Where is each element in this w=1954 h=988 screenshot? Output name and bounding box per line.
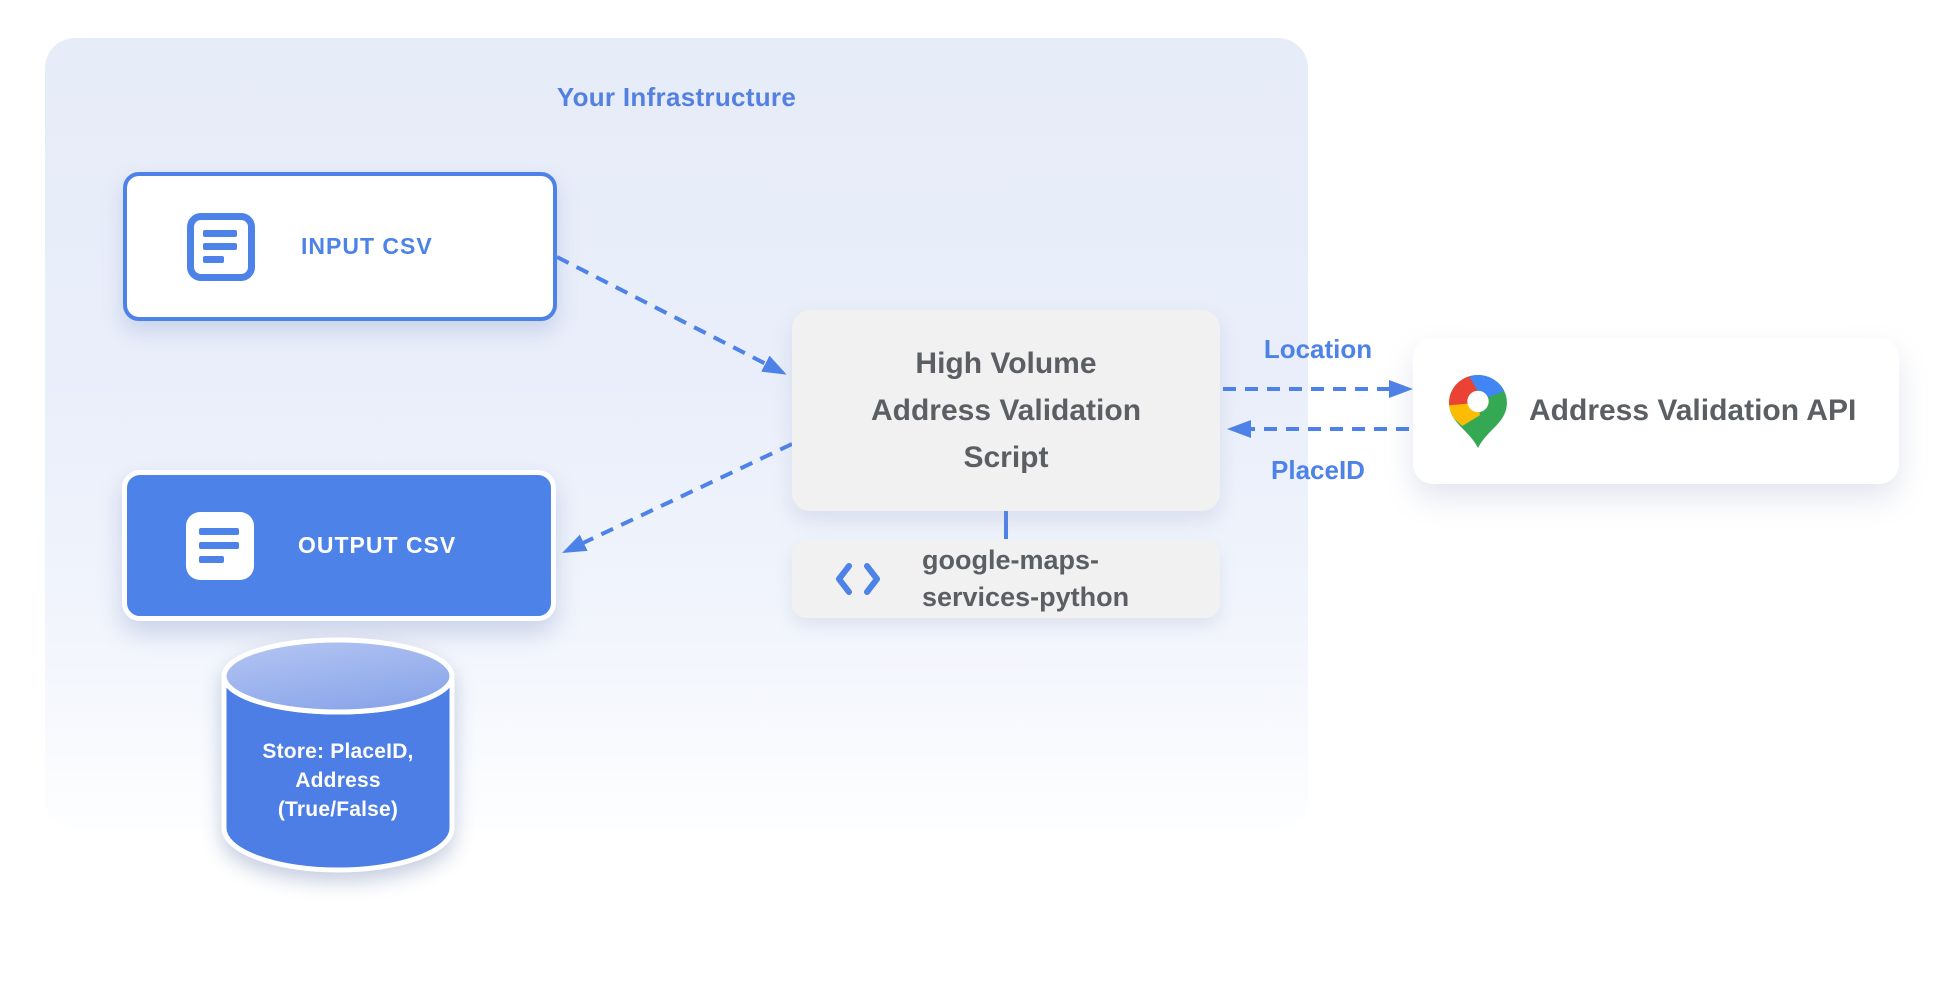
- library-label: google-maps- services-python: [922, 545, 1130, 612]
- api-label: Address Validation API: [1529, 394, 1857, 427]
- input-csv-label: INPUT CSV: [301, 233, 433, 259]
- script-node: High Volume Address Validation Script: [792, 310, 1220, 511]
- datastore-label: Store: PlaceID, Address (True/False): [262, 740, 414, 821]
- placeid-edge-label: PlaceID: [1271, 455, 1365, 485]
- datastore-cylinder: Store: PlaceID, Address (True/False): [218, 636, 458, 876]
- google-maps-pin-icon: [1449, 374, 1507, 448]
- document-icon: [186, 511, 254, 580]
- panel-title: Your Infrastructure: [556, 82, 797, 112]
- library-node: google-maps- services-python: [792, 540, 1220, 618]
- database-cylinder-icon: [221, 637, 455, 873]
- document-icon: [187, 212, 255, 281]
- code-icon: [836, 563, 880, 595]
- input-csv-node: INPUT CSV: [123, 172, 557, 321]
- location-edge-label: Location: [1263, 334, 1373, 364]
- script-label: High Volume Address Validation Script: [870, 347, 1142, 474]
- address-validation-api-node: Address Validation API: [1413, 338, 1899, 484]
- output-csv-node: OUTPUT CSV: [122, 470, 556, 621]
- output-csv-label: OUTPUT CSV: [298, 532, 457, 558]
